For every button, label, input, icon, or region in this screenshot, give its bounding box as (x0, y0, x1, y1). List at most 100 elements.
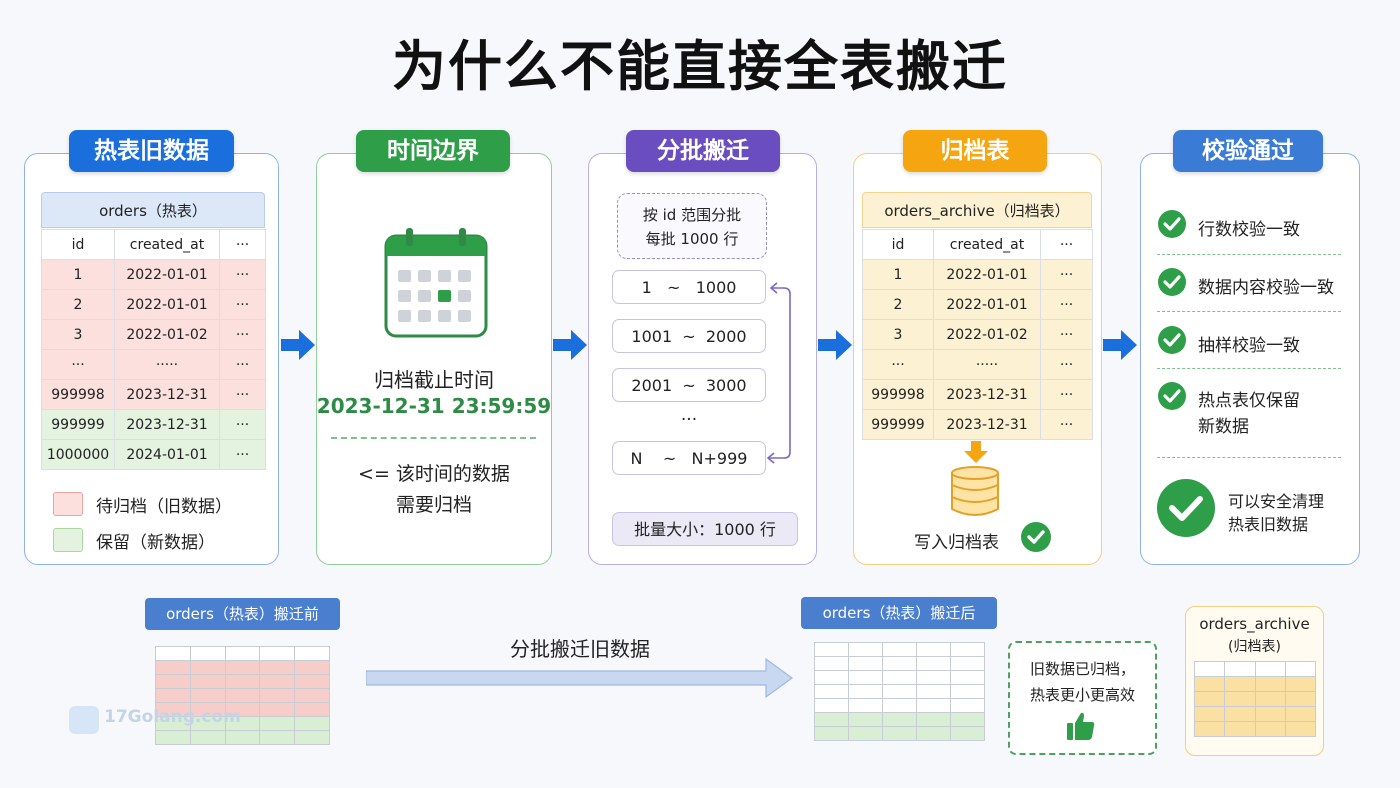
range-sep: ~ (662, 449, 677, 468)
table-cell: ··· (219, 379, 266, 410)
mini-cell (950, 726, 985, 741)
mini-cell (848, 656, 883, 671)
table-cell: ··· (862, 349, 934, 380)
flow-arrow-icon (818, 330, 852, 360)
wm-logo-icon (69, 706, 99, 734)
range-end: N+999 (691, 449, 748, 468)
mini-row (814, 712, 985, 727)
table-cell: 2022-01-01 (114, 289, 220, 320)
mini-cell (224, 674, 261, 689)
big-check-icon (1157, 479, 1215, 537)
mini-cell (1284, 661, 1317, 677)
mini-cell (916, 698, 951, 713)
table-cell: ··· (219, 439, 266, 470)
table-cell: 999998 (862, 379, 934, 410)
mini-cell (916, 656, 951, 671)
mini-row (814, 656, 985, 671)
after-tag: orders（热表）搬迁后 (801, 597, 997, 629)
mini-cell (189, 660, 226, 675)
header-cell: created_at (933, 229, 1041, 260)
mini-row (155, 688, 330, 703)
mini-cell (814, 698, 849, 713)
mini-cell (882, 670, 917, 685)
table-cell: 2022-01-02 (114, 319, 220, 350)
hot-data-pill: 热表旧数据 (69, 130, 234, 172)
note-line-1: <= 该时间的数据 (358, 463, 510, 485)
mini-cell (950, 712, 985, 727)
mini-cell (950, 656, 985, 671)
mini-cell (155, 702, 191, 717)
mini-cell (882, 642, 917, 657)
mini-cell (155, 660, 191, 675)
header-cell: id (41, 229, 115, 260)
mini-row (814, 726, 985, 741)
table-cell: 1 (862, 259, 934, 290)
mini-cell (294, 730, 330, 745)
mini-cell (294, 688, 330, 703)
cutoff-label: 归档截止时间 (374, 368, 494, 392)
mini-cell (155, 646, 191, 661)
page-title: 为什么不能直接全表搬迁 (392, 35, 1008, 98)
calendar-icon (384, 228, 488, 338)
batch-rule-1: 按 id 范围分批 (642, 206, 742, 224)
migrate-label: 分批搬迁旧数据 (510, 637, 650, 661)
mini-cell (1254, 691, 1286, 707)
mini-cell (1224, 721, 1256, 737)
divider (1157, 311, 1341, 312)
check-icon (1158, 382, 1186, 410)
mini-cell (882, 712, 917, 727)
table-cell: ··· (219, 349, 266, 380)
mini-cell (259, 688, 296, 703)
mini-cell (814, 670, 849, 685)
mini-row (814, 698, 985, 713)
mini-cell (1224, 691, 1256, 707)
mini-row (155, 702, 330, 717)
mini-cell (950, 670, 985, 685)
header-cell: id (862, 229, 934, 260)
mini-cell (848, 642, 883, 657)
mini-cell (1193, 691, 1226, 707)
mini-cell (224, 730, 261, 745)
mini-cell (814, 726, 849, 741)
mini-row (1193, 676, 1317, 692)
mini-cell (1193, 676, 1226, 692)
mini-cell (189, 646, 226, 661)
table-cell: 2 (41, 289, 115, 320)
mini-cell (916, 642, 951, 657)
mini-cell (1193, 706, 1226, 722)
mini-cell (189, 674, 226, 689)
header-cell: created_at (114, 229, 220, 260)
after-mini-table (814, 642, 985, 741)
time-boundary-card (316, 153, 552, 565)
mini-cell (882, 656, 917, 671)
mini-cell (224, 688, 261, 703)
mini-cell (814, 642, 849, 657)
mini-row (1193, 691, 1317, 707)
mini-cell (1193, 661, 1226, 677)
table-cell: 999998 (41, 379, 115, 410)
mini-cell (916, 670, 951, 685)
watermark: 17Golang.com (104, 707, 241, 727)
archive-mini-subtitle: (归档表) (1228, 639, 1281, 655)
mini-row (814, 642, 985, 657)
table-cell: 2 (862, 289, 934, 320)
table-header-row: id created_at ··· (41, 229, 266, 260)
mini-cell (1254, 676, 1286, 692)
table-cell: ··· (1040, 319, 1093, 350)
mini-cell (224, 660, 261, 675)
mini-cell (1284, 676, 1317, 692)
mini-cell (189, 688, 226, 703)
result-line-2: 热表更小更高效 (1029, 686, 1135, 704)
mini-cell (294, 702, 330, 717)
range-sep: ~ (667, 278, 681, 297)
range-box: 1 ~ 1000 (612, 270, 766, 304)
mini-cell (294, 674, 330, 689)
table-cell: ··· (1040, 289, 1093, 320)
table-cell: ··· (219, 319, 266, 350)
mini-cell (814, 684, 849, 699)
table-cell: ··· (1040, 409, 1093, 440)
